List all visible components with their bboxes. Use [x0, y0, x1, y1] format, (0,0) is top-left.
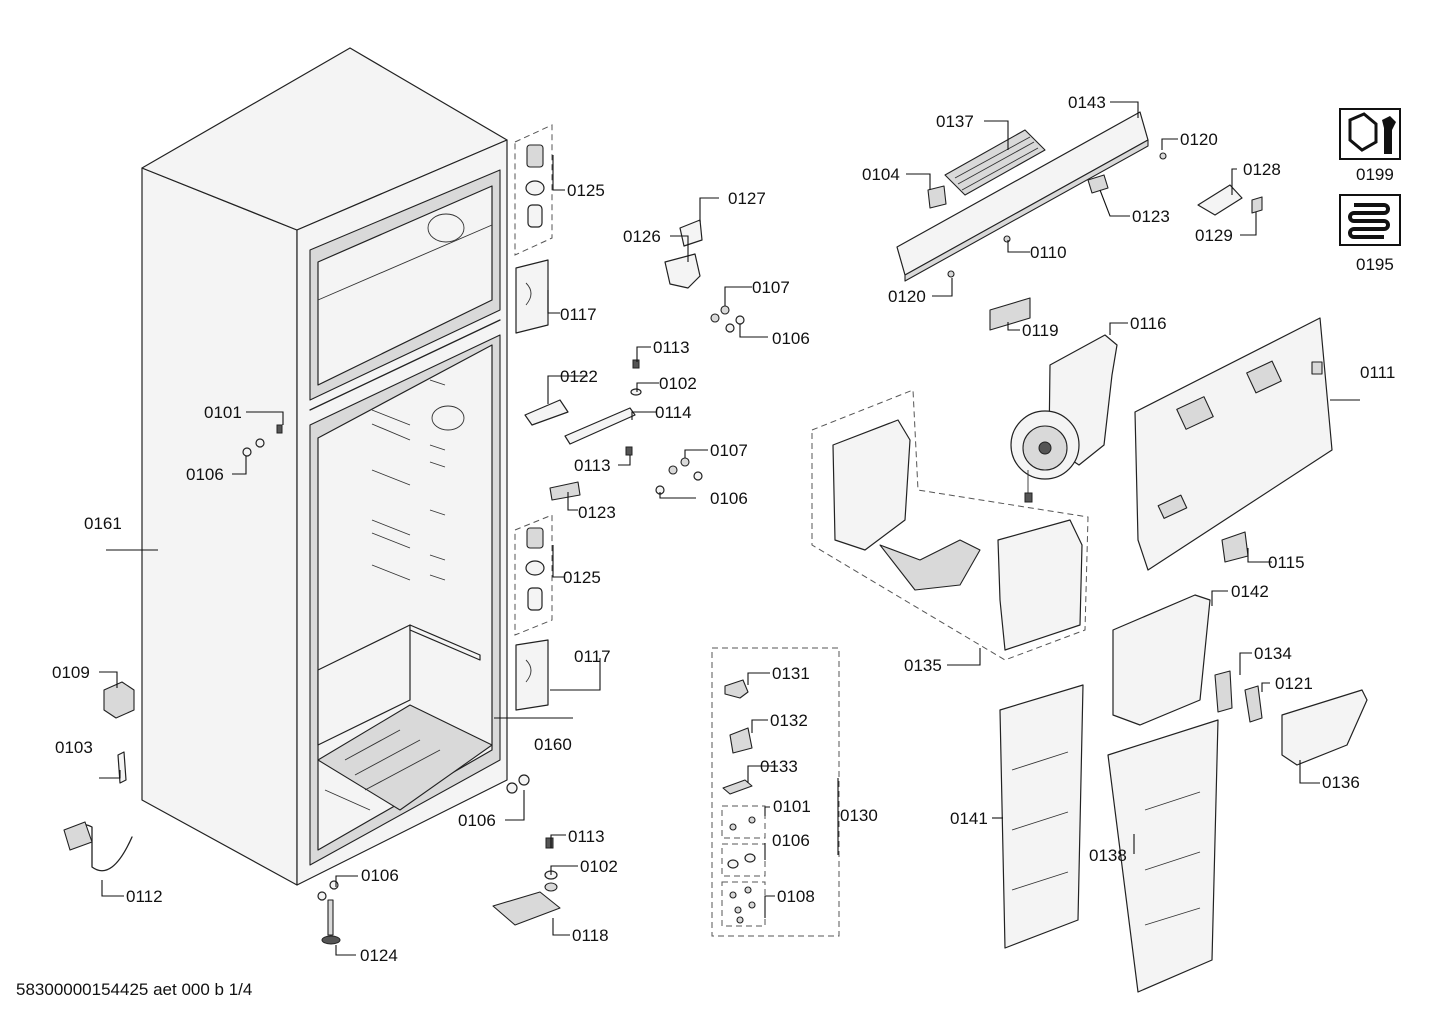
part-label: 0106: [458, 811, 496, 830]
part-label: 0120: [888, 287, 926, 306]
cabinet-body: [141, 47, 508, 886]
part-label: 0122: [560, 367, 598, 386]
part-label: 0102: [659, 374, 697, 393]
middle-hardware: [242, 219, 745, 945]
part-label: 0118: [572, 926, 609, 945]
part-label: 0132: [770, 711, 808, 730]
part-label: 0127: [728, 189, 766, 208]
part-labels: 0143 0137 0120 0104 0128 0123 0129 0110 …: [52, 93, 1395, 965]
part-label: 0133: [760, 757, 798, 776]
part-label: 0108: [777, 887, 815, 906]
part-label: 0130: [840, 806, 878, 825]
part-label: 0107: [710, 441, 748, 460]
part-label: 0124: [360, 946, 398, 965]
small-parts-kit: [711, 647, 840, 937]
part-label: 0116: [1130, 314, 1167, 333]
part-label: 0120: [1180, 130, 1218, 149]
part-label: 0123: [1132, 207, 1170, 226]
part-label: 0126: [623, 227, 661, 246]
fan-housing: [1010, 334, 1118, 503]
part-label: 0114: [655, 403, 692, 422]
part-label: 0102: [580, 857, 618, 876]
heating-coil-icon: [1339, 194, 1401, 246]
part-label: 0125: [567, 181, 605, 200]
part-label: 0134: [1254, 644, 1292, 663]
part-label: 0103: [55, 738, 93, 757]
part-label: 0135: [904, 656, 942, 675]
rear-cover: [1134, 317, 1333, 571]
part-label: 0129: [1195, 226, 1233, 245]
part-label: 0111: [1360, 363, 1395, 382]
part-label: 0141: [950, 809, 988, 828]
part-label: 0110: [1030, 243, 1067, 262]
left-accessories: [63, 681, 135, 872]
part-label: 0109: [52, 663, 90, 682]
service-tools-icon: [1339, 108, 1401, 160]
part-label: 0106: [361, 866, 399, 885]
part-label: 0113: [574, 456, 611, 475]
part-label: 0143: [1068, 93, 1106, 112]
icon-label-service-tools: 0199: [1356, 165, 1394, 184]
part-label: 0113: [568, 827, 605, 846]
part-label: 0161: [84, 514, 122, 533]
part-label: 0138: [1089, 846, 1127, 865]
rear-duct-panels: [999, 684, 1219, 993]
lower-hinge-group: [514, 514, 553, 711]
part-label: 0115: [1268, 553, 1305, 572]
part-label: 0106: [772, 329, 810, 348]
part-label: 0107: [752, 278, 790, 297]
part-label: 0117: [574, 647, 611, 666]
part-label: 0142: [1231, 582, 1269, 601]
part-label: 0121: [1275, 674, 1313, 693]
upper-hinge-group: [514, 124, 553, 334]
part-label: 0106: [772, 831, 810, 850]
part-label: 0136: [1322, 773, 1360, 792]
part-label: 0160: [534, 735, 572, 754]
part-label: 0101: [773, 797, 811, 816]
part-label: 0128: [1243, 160, 1281, 179]
part-label: 0112: [126, 887, 163, 906]
part-label: 0125: [563, 568, 601, 587]
part-label: 0104: [862, 165, 900, 184]
part-label: 0101: [204, 403, 242, 422]
document-footer: 58300000154425 aet 000 b 1/4: [16, 980, 253, 999]
part-label: 0119: [1022, 321, 1059, 340]
part-label: 0123: [578, 503, 616, 522]
lamp-cover: [1112, 594, 1368, 766]
part-label: 0117: [560, 305, 597, 324]
part-label: 0106: [710, 489, 748, 508]
air-duct-group: [811, 389, 1089, 661]
part-label: 0137: [936, 112, 974, 131]
part-label: 0131: [772, 664, 810, 683]
icon-label-heating-coil: 0195: [1356, 255, 1394, 274]
part-label: 0106: [186, 465, 224, 484]
control-panel: [896, 111, 1263, 331]
leader-lines: [99, 101, 1360, 956]
part-label: 0113: [653, 338, 690, 357]
